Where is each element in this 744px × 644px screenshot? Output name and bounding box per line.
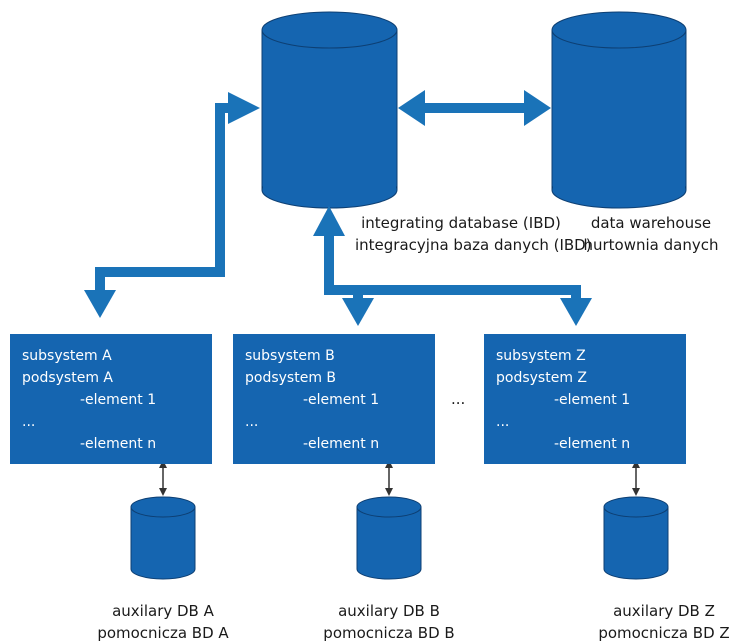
subsystem-z-box: subsystem Z podsystem Z -element 1 ... -… — [484, 334, 686, 464]
data-warehouse-cylinder — [551, 11, 687, 209]
connector-ibd-subsystem-a — [95, 103, 240, 292]
subsystem-z-ellipsis: ... — [496, 414, 510, 430]
subsystem-b-element-last: -element n — [303, 436, 380, 452]
subsystem-a-title-en: subsystem A — [22, 348, 112, 364]
arrowhead-into-subsystem-b — [342, 298, 374, 326]
subsystem-b-title-en: subsystem B — [245, 348, 335, 364]
subsystem-b-title-pl: podsystem B — [245, 370, 337, 386]
aux-z-caption-en: auxilary DB Z — [613, 602, 715, 620]
warehouse-caption-en: data warehouse — [590, 214, 712, 232]
aux-a-caption-pl: pomocnicza BD A — [97, 624, 229, 642]
subsystem-b-box: subsystem B podsystem B -element 1 ... -… — [233, 334, 435, 464]
subsystem-b-ellipsis: ... — [245, 414, 259, 430]
aux-b-caption: auxilary DB B pomocnicza BD B — [314, 600, 464, 644]
subsystem-z-element-first: -element 1 — [554, 392, 631, 408]
aux-z-caption-pl: pomocnicza BD Z — [598, 624, 730, 642]
aux-b-caption-en: auxilary DB B — [338, 602, 440, 620]
ibd-caption-en: integrating database (IBD) — [361, 214, 561, 232]
subsystem-z-element-last: -element n — [554, 436, 631, 452]
subsystem-b-element-first: -element 1 — [303, 392, 380, 408]
db-warehouse-double-arrow — [398, 90, 551, 126]
ibd-caption-pl: integracyjna baza danych (IBD) — [355, 236, 592, 254]
aux-z-caption: auxilary DB Z pomocnicza BD Z — [588, 600, 740, 644]
integrating-database-cylinder — [261, 11, 398, 209]
warehouse-caption-pl: hurtownia danych — [583, 236, 719, 254]
ibd-caption: integrating database (IBD) integracyjna … — [355, 212, 592, 256]
arrowhead-into-subsystem-z — [560, 298, 592, 326]
arrowhead-into-subsystem-a — [84, 290, 116, 318]
subsystem-a-box: subsystem A podsystem A -element 1 ... -… — [10, 334, 212, 464]
between-subsystems-ellipsis: ... — [451, 390, 466, 408]
subsystem-a-title-pl: podsystem A — [22, 370, 113, 386]
arrowhead-into-ibd-bottom — [313, 206, 345, 236]
auxiliary-db-b-cylinder — [356, 496, 422, 580]
aux-b-caption-pl: pomocnicza BD B — [323, 624, 455, 642]
warehouse-caption: data warehouse hurtownia danych — [576, 212, 726, 256]
auxiliary-db-z-cylinder — [603, 496, 669, 580]
subsystem-a-element-last: -element n — [80, 436, 157, 452]
aux-a-caption-en: auxilary DB A — [112, 602, 214, 620]
connector-ibd-subsystems-b-z — [324, 228, 581, 300]
aux-a-caption: auxilary DB A pomocnicza BD A — [88, 600, 238, 644]
arrowhead-into-ibd-left — [228, 92, 260, 124]
auxiliary-db-a-cylinder — [130, 496, 196, 580]
subsystem-z-title-pl: podsystem Z — [496, 370, 587, 386]
subsystem-a-element-first: -element 1 — [80, 392, 157, 408]
subsystem-z-title-en: subsystem Z — [496, 348, 586, 364]
subsystem-a-ellipsis: ... — [22, 414, 36, 430]
